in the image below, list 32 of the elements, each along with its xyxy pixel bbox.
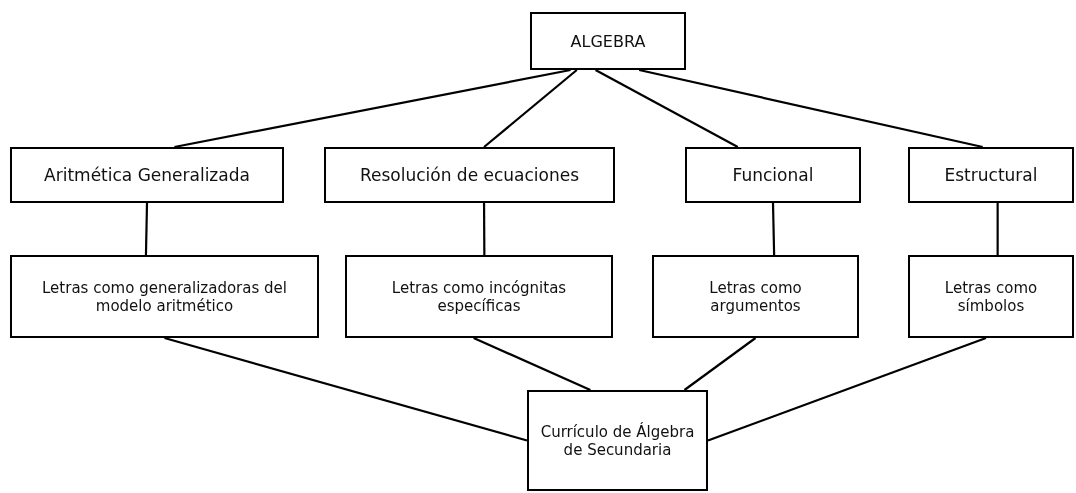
box-label: Aritmética Generalizada — [44, 165, 250, 185]
connector-line — [473, 337, 591, 391]
curriculum-box — [527, 390, 708, 491]
category-box — [324, 147, 615, 203]
connector-line — [771, 202, 776, 256]
connector-line — [996, 203, 999, 255]
box-label: Estructural — [944, 165, 1038, 185]
connector-line — [164, 336, 528, 442]
box-label: Letras como incógnitas específicas — [390, 278, 568, 315]
category-box — [685, 147, 861, 203]
concept-box — [652, 255, 859, 338]
connector-line — [174, 68, 571, 149]
connector-line — [707, 336, 987, 442]
box-label: Currículo de Álgebra de Secundaria — [539, 422, 696, 459]
box-label: Letras como generalizadoras del modelo aritmético — [41, 278, 288, 315]
connector-line — [482, 203, 486, 255]
box-label: Letras como argumentos — [708, 278, 803, 315]
box-label: Funcional — [732, 165, 814, 185]
connector-line — [144, 202, 149, 256]
concept-box — [10, 255, 319, 338]
category-box — [908, 147, 1074, 203]
category-box — [10, 147, 284, 203]
connector-line — [683, 337, 757, 391]
concept-box — [908, 255, 1074, 338]
box-label: ALGEBRA — [570, 31, 646, 51]
topic-box — [530, 12, 686, 70]
connector-line — [595, 69, 739, 148]
connector-line — [638, 68, 983, 149]
box-label: Letras como símbolos — [943, 278, 1039, 315]
box-label: Resolución de ecuaciones — [359, 165, 580, 185]
concept-box — [345, 255, 613, 338]
connector-line — [483, 69, 578, 148]
